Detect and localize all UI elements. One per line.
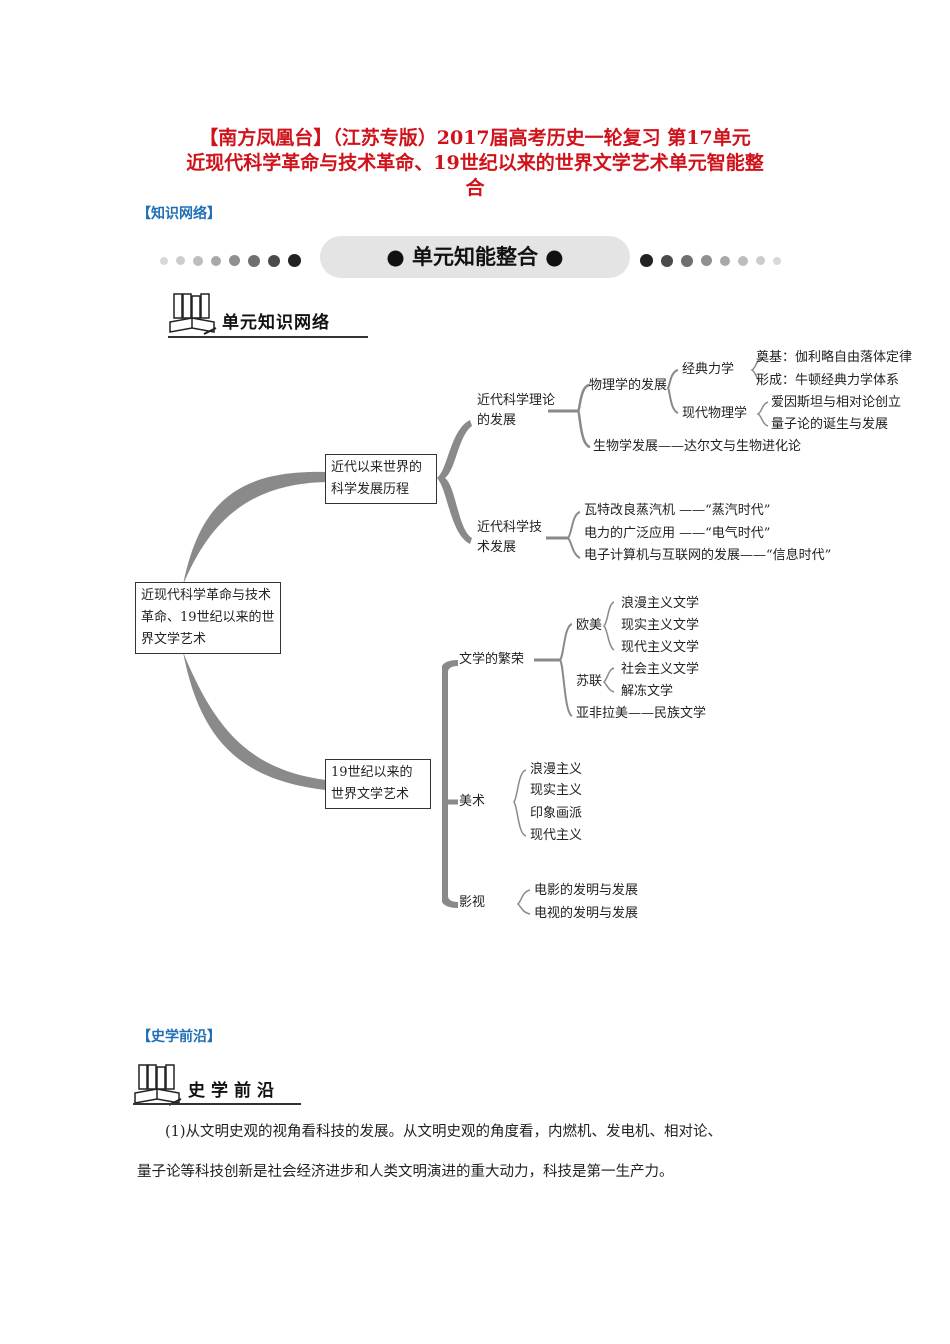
document-title-line-3: 合 <box>465 177 485 199</box>
node-mp-quantum: 量子论的诞生与发展 <box>771 417 889 432</box>
node-art-romantic: 浪漫主义 <box>530 762 583 777</box>
frontier-header-underline <box>133 1103 301 1105</box>
node-tech-info: 电子计算机与互联网的发展——“信息时代” <box>584 548 832 563</box>
node-biology: 生物学发展——达尔文与生物进化论 <box>593 439 802 454</box>
branch-science-history: 近代以来世界的科学发展历程 <box>325 454 437 504</box>
node-lit-socialist: 社会主义文学 <box>621 662 700 677</box>
node-tv: 电视的发明与发展 <box>534 906 639 921</box>
arm-to-arts <box>183 652 326 790</box>
branch-arts: 19世纪以来的世界文学艺术 <box>325 759 431 809</box>
node-physics: 物理学的发展 <box>589 378 668 393</box>
node-art-impression: 印象画派 <box>530 806 583 821</box>
node-cm-foundation: 奠基：伽利略自由落体定律 <box>756 350 913 365</box>
knowledge-network-tag: 【知识网络】 <box>137 206 221 222</box>
node-lit-thaw: 解冻文学 <box>621 684 674 699</box>
arts-bracket <box>435 660 458 908</box>
node-classical-mechanics: 经典力学 <box>682 362 735 377</box>
node-cm-formation: 形成：牛顿经典力学体系 <box>756 373 900 388</box>
node-tech-steam: 瓦特改良蒸汽机 ——“蒸汽时代” <box>584 503 771 518</box>
node-lit-modern: 现代主义文学 <box>621 640 700 655</box>
frontier-paragraph-line-1: (1)从文明史观的视角看科技的发展。从文明史观的角度看，内燃机、发电机、相对论、 <box>165 1124 723 1140</box>
node-asia-africa: 亚非拉美——民族文学 <box>576 706 707 721</box>
arm-to-science <box>183 471 326 585</box>
node-art-modern: 现代主义 <box>530 828 583 843</box>
document-title-line-1: 【南方凤凰台】（江苏专版）2017届高考历史一轮复习 第17单元 <box>199 127 751 149</box>
node-film-tv: 影视 <box>459 895 486 910</box>
node-modern-physics: 现代物理学 <box>682 406 748 421</box>
banner-left-dots <box>160 250 309 267</box>
banner-title: ● 单元知能整合 ● <box>386 245 564 269</box>
node-fine-arts: 美术 <box>459 794 486 809</box>
node-tech-electric: 电力的广泛应用 ——“电气时代” <box>584 526 771 541</box>
node-film: 电影的发明与发展 <box>534 883 639 898</box>
mindmap-root: 近现代科学革命与技术革命、19世纪以来的世界文学艺术 <box>135 582 281 654</box>
network-header-label: 单元知识网络 <box>222 313 330 333</box>
document-title-line-2: 近现代科学革命与技术革命、19世纪以来的世界文学艺术单元智能整 <box>186 152 764 174</box>
node-lit-realist: 现实主义文学 <box>621 618 700 633</box>
node-science-tech: 近代科学技术发展 <box>477 520 543 555</box>
node-science-theory: 近代科学理论的发展 <box>477 393 556 428</box>
network-header-underline <box>168 336 368 338</box>
node-mp-relativity: 爱因斯坦与相对论创立 <box>771 395 902 410</box>
node-art-realist: 现实主义 <box>530 783 583 798</box>
books-icon <box>169 293 217 335</box>
frontier-tag: 【史学前沿】 <box>137 1029 221 1045</box>
frontier-paragraph-line-2: 量子论等科技创新是社会经济进步和人类文明演进的重大动力，科技是第一生产力。 <box>137 1164 674 1180</box>
frontier-header-label: 史学前沿 <box>188 1081 280 1101</box>
section-banner: ● 单元知能整合 ● <box>320 236 630 278</box>
node-europe-america: 欧美 <box>576 618 603 633</box>
node-soviet: 苏联 <box>576 674 603 689</box>
node-literature: 文学的繁荣 <box>459 652 525 667</box>
banner-right-dots <box>640 250 789 267</box>
science-bracket <box>437 420 472 544</box>
node-lit-romantic: 浪漫主义文学 <box>621 596 700 611</box>
